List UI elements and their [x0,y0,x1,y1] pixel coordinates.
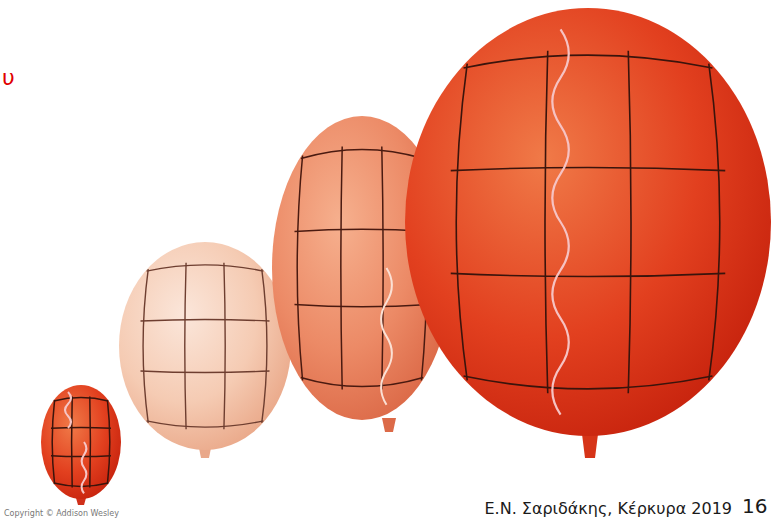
author-footer: Ε.Ν. Σαριδάκης, Κέρκυρα 2019 [484,500,732,518]
pale-balloon [119,242,291,458]
page-number: 16 [742,495,767,517]
cut-off-heading: υ [2,66,15,90]
copyright-note: Copyright © Addison Wesley [4,510,119,519]
small-balloon [41,385,121,505]
large-balloon [405,8,771,458]
